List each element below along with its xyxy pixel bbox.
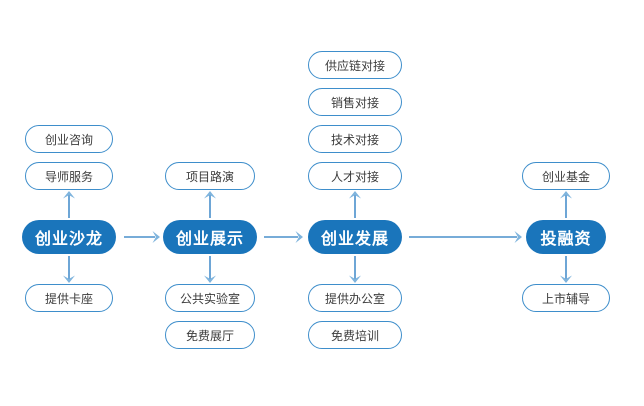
stage-node-1[interactable]: 创业沙龙	[22, 220, 116, 254]
stage-node-4[interactable]: 投融资	[526, 220, 606, 254]
pill-below-3-1[interactable]: 提供办公室	[308, 284, 402, 312]
pill-above-3-2[interactable]: 技术对接	[308, 125, 402, 153]
arrow-up-icon-1	[63, 191, 75, 199]
pill-below-4-1[interactable]: 上市辅导	[522, 284, 610, 312]
arrow-up-icon-3	[349, 191, 361, 199]
stage-node-2[interactable]: 创业展示	[163, 220, 257, 254]
arrow-right-icon-1	[152, 231, 160, 243]
pill-above-3-4[interactable]: 供应链对接	[308, 51, 402, 79]
arrow-down-icon-4	[560, 275, 572, 283]
pill-below-2-1[interactable]: 公共实验室	[165, 284, 255, 312]
pill-below-2-2[interactable]: 免费展厅	[165, 321, 255, 349]
arrow-right-icon-2	[295, 231, 303, 243]
pill-above-3-3[interactable]: 销售对接	[308, 88, 402, 116]
pill-above-1-1[interactable]: 导师服务	[25, 162, 113, 190]
pill-below-1-1[interactable]: 提供卡座	[25, 284, 113, 312]
arrow-up-icon-4	[560, 191, 572, 199]
pill-above-4-1[interactable]: 创业基金	[522, 162, 610, 190]
arrow-down-icon-1	[63, 275, 75, 283]
arrow-down-icon-3	[349, 275, 361, 283]
arrow-right-icon-3	[514, 231, 522, 243]
pill-above-1-2[interactable]: 创业咨询	[25, 125, 113, 153]
pill-above-2-1[interactable]: 项目路演	[165, 162, 255, 190]
pill-below-3-2[interactable]: 免费培训	[308, 321, 402, 349]
arrow-down-icon-2	[204, 275, 216, 283]
pill-above-3-1[interactable]: 人才对接	[308, 162, 402, 190]
arrow-up-icon-2	[204, 191, 216, 199]
stage-node-3[interactable]: 创业发展	[308, 220, 402, 254]
